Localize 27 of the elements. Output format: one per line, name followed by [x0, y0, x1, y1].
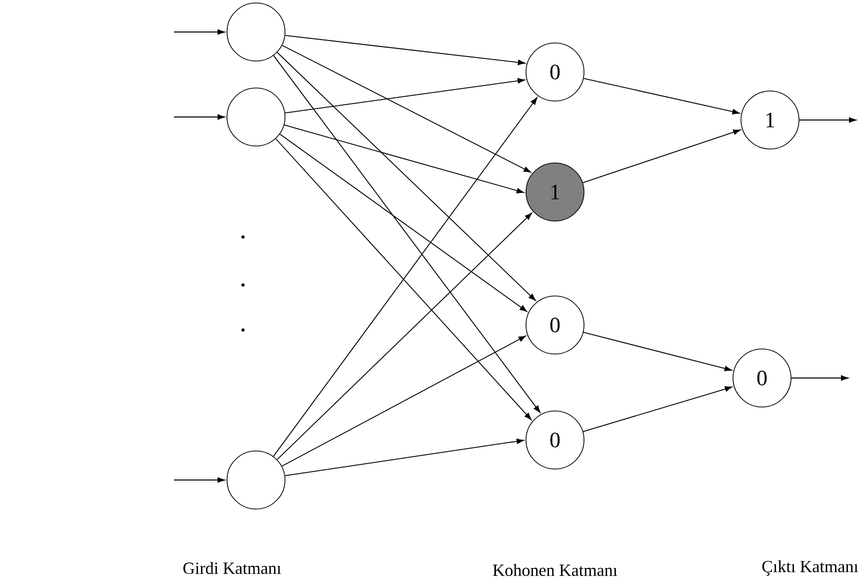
- arrow: [798, 117, 856, 123]
- arrow: [582, 129, 741, 184]
- arrow: [275, 138, 532, 420]
- arrow: [583, 78, 740, 114]
- arrow: [284, 78, 525, 114]
- arrow: [273, 55, 540, 413]
- arrow: [282, 336, 526, 467]
- arrow: [284, 438, 524, 476]
- arrow: [583, 332, 732, 372]
- arrow: [174, 29, 225, 35]
- layer-label: Kohonen Katmanı: [492, 564, 618, 576]
- arrow: [790, 375, 848, 381]
- arrow: [284, 124, 524, 194]
- arrow: [282, 44, 532, 173]
- arrow: [276, 52, 536, 301]
- layer-label: Girdi Katmanı: [183, 562, 282, 574]
- arrow: [174, 477, 225, 483]
- arrow: [174, 114, 225, 120]
- arrow: [582, 386, 732, 432]
- arrow: [279, 134, 528, 312]
- input-neuron: [226, 88, 286, 146]
- input-neuron: [226, 2, 286, 62]
- arrow: [284, 34, 526, 66]
- arrow: [272, 97, 538, 457]
- input-neuron: [226, 450, 286, 510]
- arrow: [276, 212, 532, 460]
- layer-label: Çıktı Katmanı: [762, 560, 858, 576]
